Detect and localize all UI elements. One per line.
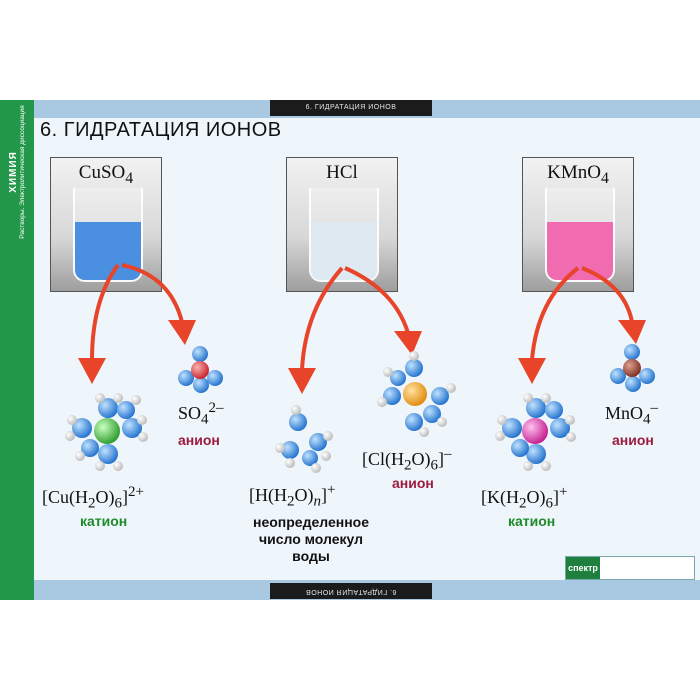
formula-k-hydrate: [K(H2O)6]+ (481, 484, 568, 512)
note-line: воды (292, 548, 330, 564)
formula-cu-hydrate: [Cu(H2O)6]2+ (42, 484, 144, 512)
arrow-anion-2 (344, 266, 410, 334)
beaker-icon (309, 188, 379, 282)
formula-so4: SO42– (178, 400, 224, 428)
arrowhead (78, 358, 106, 384)
beaker-liquid (75, 222, 141, 280)
arrow-anion-3 (581, 266, 634, 323)
beaker-formula: KMnO4 (547, 162, 609, 187)
molecule-cl-hydrate (377, 351, 456, 437)
publisher-logo: спектр (566, 557, 600, 579)
beaker-icon (545, 188, 615, 282)
sidebar (0, 100, 34, 600)
molecule-mno4 (610, 344, 655, 392)
beaker-formula: HCl (326, 162, 358, 183)
arrows (90, 263, 634, 371)
molecule-cu-hydrate (65, 393, 148, 471)
role-anion-mno4: анион (612, 432, 654, 448)
role-anion-cl: анион (392, 475, 434, 491)
arrow-cation-1 (90, 263, 120, 361)
formula-mno4: MnO4– (605, 400, 659, 428)
publisher-block: спектр (565, 556, 695, 580)
page-title: 6. ГИДРАТАЦИЯ ИОНОВ (40, 119, 282, 141)
arrowhead (618, 320, 646, 344)
note-line: число молекул (258, 531, 364, 547)
beaker-photo-hcl: HCl (286, 157, 398, 292)
arrowhead (168, 320, 196, 345)
arrowheads (78, 320, 646, 394)
beaker-liquid (311, 222, 377, 280)
molecule-h-hydrate (275, 405, 333, 473)
hydrate-note: неопределенное число молекул воды (226, 514, 396, 565)
note-line: неопределенное (252, 514, 369, 530)
arrowhead (288, 368, 316, 394)
role-cation-cu: катион (80, 513, 128, 529)
beaker-liquid (547, 222, 613, 280)
molecule-so4 (178, 346, 223, 393)
beaker-formula: CuSO4 (78, 162, 134, 187)
formula-cl-hydrate: [Cl(H2O)6]– (362, 446, 452, 474)
role-cation-k: катион (508, 513, 556, 529)
arrow-cation-2 (300, 266, 344, 371)
header-stripe: 6. ГИДРАТАЦИЯ ИОНОВ (270, 100, 432, 116)
arrow-anion-1 (121, 263, 184, 323)
arrowhead (394, 331, 422, 355)
arrow-cation-3 (530, 266, 580, 361)
molecule-k-hydrate (495, 393, 576, 471)
formula-h-hydrate: [H(H2O)n]+ (249, 482, 336, 510)
role-anion-so4: анион (178, 432, 220, 448)
arrowhead (518, 358, 546, 384)
